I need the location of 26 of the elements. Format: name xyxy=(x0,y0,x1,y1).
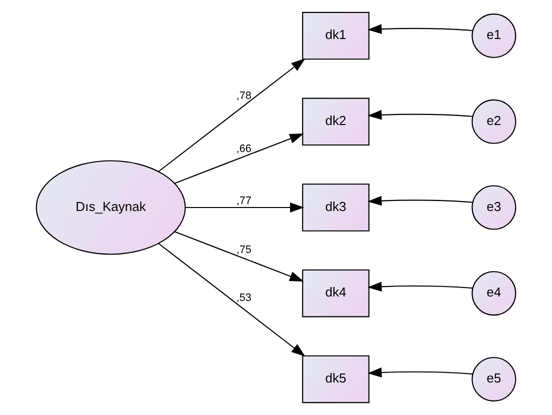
edge-label: ,53 xyxy=(236,292,252,304)
edge-label: ,66 xyxy=(236,143,252,156)
arrow xyxy=(174,134,304,184)
edge-label: ,78 xyxy=(236,90,252,102)
node-circle: e2 xyxy=(472,99,516,144)
node-box: dk5 xyxy=(302,355,370,404)
node-box: dk3 xyxy=(302,184,370,232)
node-circle: e3 xyxy=(472,185,516,230)
arrow xyxy=(158,243,306,357)
arrow xyxy=(174,231,304,282)
arrow xyxy=(158,58,306,172)
node-ellipse: Dıs_Kaynak xyxy=(36,160,186,255)
arrow xyxy=(368,282,472,292)
arrow xyxy=(368,24,472,34)
node-circle: e1 xyxy=(472,14,516,58)
edge-label: ,75 xyxy=(236,244,252,256)
arrow xyxy=(368,368,472,378)
edge-label: ,77 xyxy=(236,195,252,208)
arrow xyxy=(368,110,472,120)
node-circle: e4 xyxy=(472,271,516,316)
node-box: dk1 xyxy=(302,12,370,60)
node-circle: e5 xyxy=(472,356,516,402)
arrow xyxy=(185,202,304,212)
node-box: dk2 xyxy=(302,98,370,146)
arrow xyxy=(368,196,472,206)
node-box: dk4 xyxy=(302,269,370,318)
